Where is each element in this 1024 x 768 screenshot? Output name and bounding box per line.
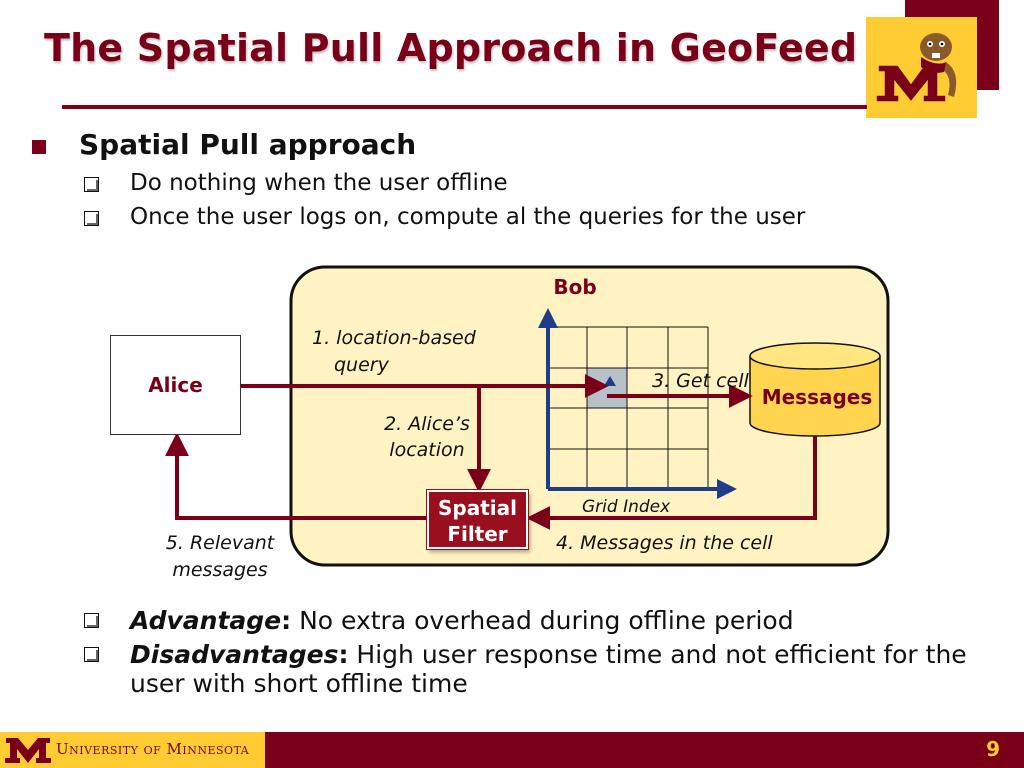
messages-database-icon [749, 342, 881, 437]
page-number: 9 [986, 737, 1000, 761]
sub-bullet-2: Once the user logs on, compute al the qu… [130, 204, 806, 230]
disadvantage-term: Disadvantages [130, 640, 339, 669]
bullet-square-icon [32, 140, 46, 154]
checkbox-bullet-icon [84, 177, 99, 192]
step5-label-line2: messages [172, 559, 268, 581]
step2-label-line1: 2. Alice’s [384, 413, 470, 435]
footer-logo-panel [0, 732, 265, 768]
step5-label-line1: 5. Relevant [165, 532, 275, 554]
disadvantage-colon: : [338, 640, 349, 669]
slide-title: The Spatial Pull Approach in GeoFeed [44, 26, 858, 70]
bob-label: Bob [553, 275, 597, 299]
step1-label-line2: query [334, 354, 389, 376]
spatial-filter-box: Spatial Filter [427, 490, 528, 549]
grid-index-label: Grid Index [582, 497, 671, 517]
block-m-icon [5, 738, 51, 763]
messages-in-cell-arrow [526, 436, 817, 530]
messages-label: Messages [761, 385, 873, 409]
step3-label: 3. Get cell [652, 370, 749, 392]
step1-label-line1: 1. location-based [312, 327, 476, 349]
block-m-logo-icon [866, 17, 977, 118]
relevant-messages-arrow [165, 432, 427, 520]
checkbox-bullet-icon [84, 613, 99, 628]
university-logo [866, 17, 977, 118]
advantage-colon: : [281, 606, 292, 635]
advantage-term: Advantage [130, 606, 282, 635]
alice-user-box [110, 335, 241, 435]
title-underline [62, 105, 867, 109]
spatial-filter-line2: Filter [447, 522, 508, 546]
disadvantage-bullet: Disadvantages: High user response time a… [130, 640, 970, 698]
step2-label-line2: location [389, 439, 465, 461]
spatial-filter-line1: Spatial [438, 496, 517, 520]
step4-label: 4. Messages in the cell [556, 532, 773, 554]
disadvantage-text: High user response time and not efficien… [130, 640, 967, 698]
alice-label: Alice [148, 373, 203, 397]
sub-bullet-1: Do nothing when the user offline [130, 170, 508, 196]
advantage-text: No extra overhead during offline period [291, 606, 794, 635]
checkbox-bullet-icon [84, 647, 99, 662]
university-name: University of Minnesota [56, 740, 250, 758]
advantage-bullet: Advantage: No extra overhead during offl… [130, 606, 794, 635]
checkbox-bullet-icon [84, 211, 99, 226]
main-bullet: Spatial Pull approach [79, 128, 417, 161]
